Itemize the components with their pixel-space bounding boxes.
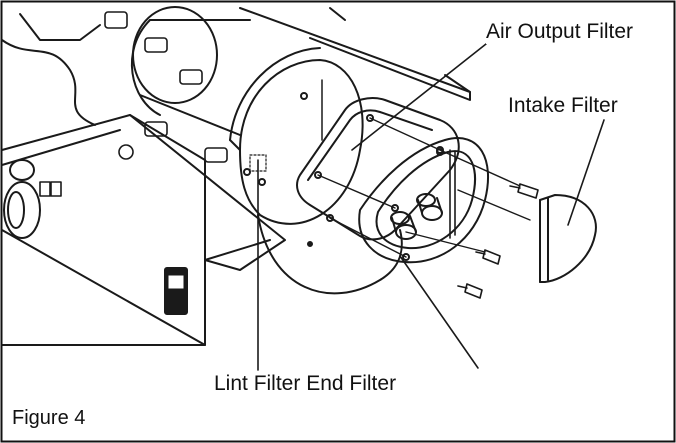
rocker-switch xyxy=(164,267,188,315)
leader-lines xyxy=(257,43,605,371)
back-rail xyxy=(239,7,471,101)
intake-filter xyxy=(539,194,597,283)
leader-end-filter xyxy=(399,255,479,369)
leader-intake xyxy=(567,119,605,226)
label-intake-filter: Intake Filter xyxy=(508,94,618,118)
figure-caption: Figure 4 xyxy=(12,406,86,430)
machine-left-edge xyxy=(1,39,96,126)
leader-air-output xyxy=(351,43,487,151)
label-air-output-filter: Air Output Filter xyxy=(486,20,634,44)
end-filter-frame xyxy=(358,137,490,264)
label-lint-end-filter: Lint Filter End Filter xyxy=(214,372,397,396)
screws xyxy=(457,183,539,299)
motor-cylinder xyxy=(130,6,251,136)
knob xyxy=(3,159,41,239)
alignment-lines xyxy=(317,117,531,258)
panel-indicator xyxy=(39,181,62,197)
motor-bolts xyxy=(104,11,228,163)
